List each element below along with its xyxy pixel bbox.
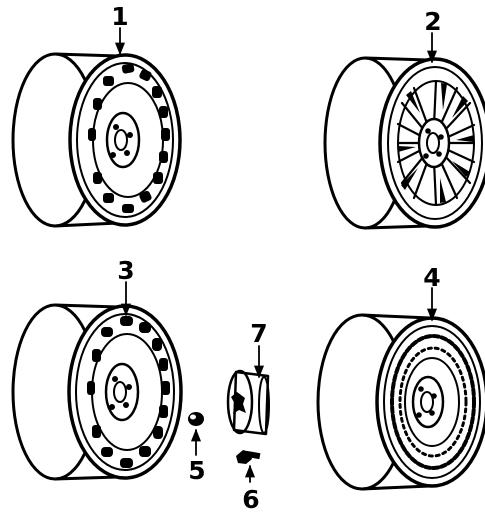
- wheel-4-hub: [411, 375, 445, 429]
- callout-2: 2: [424, 7, 441, 36]
- wheel-3-windows: [87, 316, 170, 468]
- wheel-3-top-edge: [53, 303, 120, 309]
- wheel-2-bottom-edge: [363, 224, 430, 230]
- wheel-1-top-edge: [53, 52, 120, 58]
- wheel-4-lattice-inner: [398, 346, 468, 458]
- center-cap-face: [226, 369, 254, 435]
- wheel-4-lattice-outer: [390, 334, 476, 470]
- wheel-4-bottom-edge: [360, 484, 432, 491]
- wheel-2: [323, 56, 485, 230]
- valve-stem: [236, 450, 261, 464]
- leader-lines: [114, 27, 438, 483]
- wheel-3-bottom-edge: [53, 475, 120, 481]
- wheel-1-lug-holes: [110, 124, 133, 158]
- wheel-2-hub-bore: [426, 132, 440, 154]
- callout-6: 6: [242, 485, 259, 514]
- wheel-4-top-edge: [360, 313, 432, 320]
- callout-4: 4: [423, 263, 440, 292]
- wheel-2-spokes: [396, 79, 476, 207]
- lug-nut: [188, 412, 204, 426]
- wheel-1-lip: [76, 62, 174, 218]
- wheel-4-lip: [383, 325, 481, 479]
- wheel-3-lug-holes: [109, 376, 132, 410]
- wheel-4-inner-ring: [404, 357, 460, 447]
- wheel-1-bottom-edge: [53, 221, 120, 228]
- wheel-1-hub: [105, 111, 141, 169]
- wheel-2-lip: [387, 66, 483, 220]
- wheel-2-hub: [417, 117, 451, 169]
- callout-7: 7: [250, 319, 267, 348]
- callout-1: 1: [111, 2, 128, 31]
- wheel-4: [316, 313, 485, 491]
- wheel-3-hub: [104, 362, 140, 422]
- wheel-3: [11, 303, 183, 481]
- wheel-4-lug-holes: [416, 386, 437, 418]
- wheel-2-lug-holes: [423, 128, 444, 159]
- wheel-3-hub-bore: [113, 381, 127, 403]
- center-cap-emblem-icon: [231, 392, 246, 414]
- wheel-2-top-edge: [363, 56, 430, 62]
- wheel-1-hub-bore: [114, 129, 128, 151]
- callout-3: 3: [117, 256, 134, 285]
- wheel-1-windows: [88, 63, 170, 213]
- callout-5: 5: [188, 456, 205, 485]
- center-cap: [226, 369, 270, 436]
- wheel-2-spoke-fills: [398, 83, 474, 203]
- wheel-1: [11, 52, 182, 228]
- wheel-4-hub-bore: [420, 391, 434, 413]
